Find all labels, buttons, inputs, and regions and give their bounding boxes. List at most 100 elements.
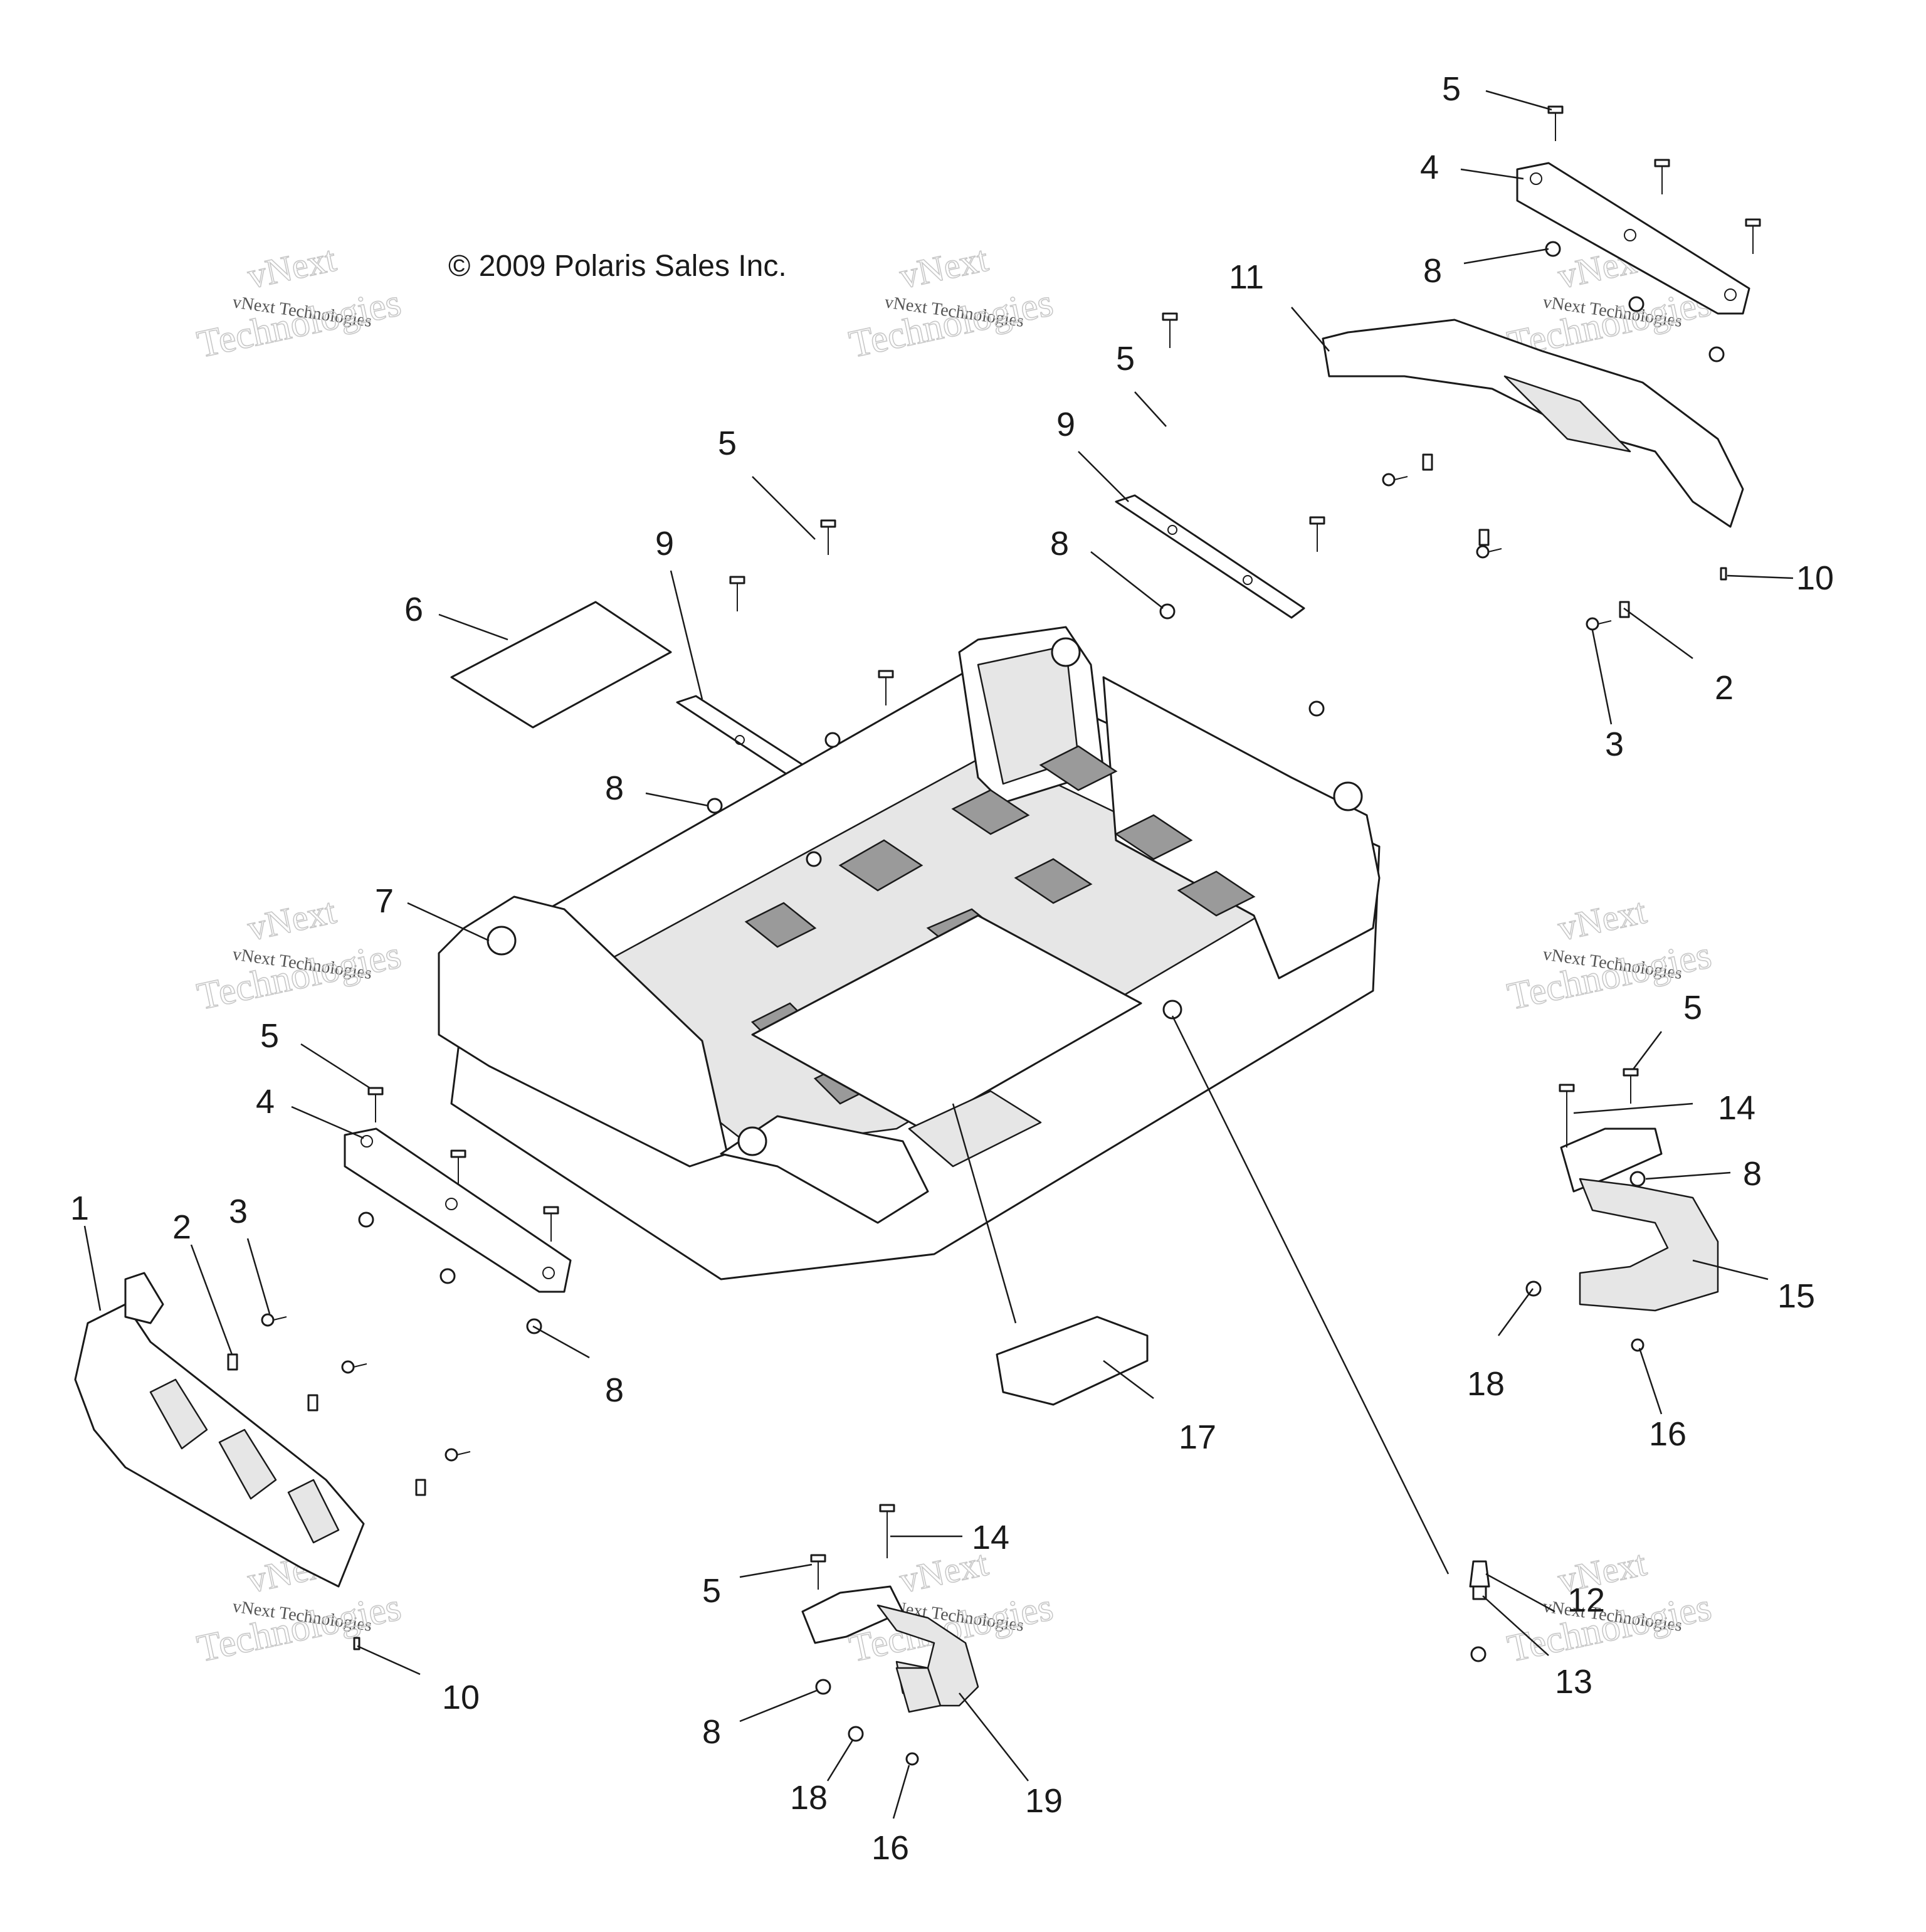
callout-8: 8 (702, 1713, 721, 1751)
svg-text:vNext: vNext (896, 238, 991, 297)
callout-7: 7 (375, 882, 394, 920)
callout-19: 19 (1025, 1782, 1063, 1820)
callout-18: 18 (1467, 1365, 1505, 1403)
callout-5: 5 (1442, 70, 1461, 108)
callout-8: 8 (1743, 1155, 1762, 1193)
bolt-icon (810, 1554, 826, 1590)
nut-icon (1159, 603, 1176, 620)
callout-15: 15 (1777, 1277, 1815, 1315)
screw-icon (1382, 473, 1408, 487)
svg-text:vNext: vNext (1554, 890, 1650, 949)
callout-9: 9 (1056, 406, 1075, 443)
part-access-cover (996, 1316, 1149, 1406)
bolt-icon (729, 576, 745, 611)
nut-icon (806, 851, 822, 867)
watermark-top-left: vNext vNext Technologies Technologies (193, 238, 405, 367)
push-fastener-icon (1469, 1560, 1490, 1588)
bolt-icon (450, 1149, 466, 1185)
bolt-icon (367, 1087, 384, 1122)
bolt-icon (543, 1206, 559, 1242)
callout-3: 3 (1605, 726, 1624, 763)
svg-text:Technologies: Technologies (1504, 1586, 1715, 1671)
nut-icon (707, 798, 723, 814)
callout-5: 5 (1683, 989, 1702, 1027)
svg-text:vNext: vNext (244, 890, 339, 949)
part-decal (450, 601, 672, 729)
part-grab-handle-right (1560, 1127, 1719, 1312)
bolt-icon (1623, 1068, 1639, 1104)
nut-icon (439, 1268, 456, 1284)
leader-lines (83, 90, 1794, 1819)
callout-4: 4 (1420, 149, 1439, 186)
part-cargo-box (438, 626, 1381, 1280)
nut-icon (824, 732, 841, 748)
screw-icon (905, 1752, 919, 1766)
copyright-notice: © 2009 Polaris Sales Inc. (448, 250, 787, 283)
hardware-bolts (367, 105, 1761, 1590)
svg-text:Technologies: Technologies (846, 282, 1057, 366)
clip-icon (307, 1394, 318, 1412)
watermark-bottom-right: vNext vNext Technologies Technologies (1503, 1542, 1715, 1671)
nut-icon (1629, 1171, 1646, 1187)
clip-icon (415, 1479, 426, 1496)
nut-icon (848, 1726, 864, 1742)
nut-icon (815, 1679, 831, 1695)
nut-icon (1470, 1646, 1487, 1662)
rivet-icon (1720, 567, 1727, 581)
callout-10: 10 (442, 1679, 480, 1716)
long-bolt-icon (1559, 1084, 1575, 1148)
svg-text:Technologies: Technologies (194, 1586, 405, 1671)
hardware-nuts (358, 241, 1725, 1742)
callout-9: 9 (655, 525, 674, 562)
screw-icon (1586, 617, 1612, 631)
callout-14: 14 (1718, 1089, 1755, 1127)
bolt-icon (820, 519, 836, 555)
part-crossbar-front (344, 1127, 572, 1293)
callout-5: 5 (718, 425, 737, 462)
screw-icon (1631, 1338, 1644, 1352)
callout-13: 13 (1555, 1663, 1592, 1701)
callout-16: 16 (871, 1829, 909, 1867)
part-rail-strip-right (1115, 494, 1305, 619)
callout-4: 4 (256, 1083, 275, 1121)
callout-2: 2 (1715, 669, 1734, 707)
svg-text:vNext: vNext (244, 238, 339, 297)
nut-icon (1708, 346, 1725, 362)
callout-labels: 5 4 8 11 5 9 8 5 9 6 8 7 5 4 8 1 2 3 10 … (70, 70, 1834, 1867)
hardware-clips (227, 453, 1727, 1766)
callout-8: 8 (1423, 252, 1442, 290)
callout-10: 10 (1796, 559, 1834, 597)
callout-16: 16 (1649, 1415, 1687, 1453)
callout-12: 12 (1567, 1581, 1605, 1619)
svg-text:Technologies: Technologies (194, 934, 405, 1018)
callout-6: 6 (404, 591, 423, 628)
clip-icon (227, 1353, 238, 1371)
screw-icon (445, 1448, 471, 1462)
rivet-icon (353, 1637, 360, 1650)
part-grab-handle-front (801, 1585, 979, 1713)
callout-3: 3 (229, 1193, 248, 1230)
callout-5: 5 (260, 1017, 279, 1055)
callout-17: 17 (1179, 1418, 1216, 1456)
callout-8: 8 (1050, 525, 1069, 562)
nut-icon (358, 1211, 374, 1228)
part-front-bumper (74, 1272, 365, 1588)
bolt-icon (1547, 105, 1564, 141)
clip-icon (1478, 529, 1490, 546)
bolt-icon (1162, 312, 1178, 348)
clip-icon (1422, 453, 1433, 471)
bolt-icon (1745, 218, 1761, 254)
callout-8: 8 (605, 769, 624, 807)
callout-8: 8 (605, 1371, 624, 1409)
nut-icon (1308, 700, 1325, 717)
long-bolt-icon (879, 1504, 895, 1558)
part-rear-guard (1322, 319, 1744, 528)
callout-14: 14 (972, 1519, 1009, 1556)
callout-5: 5 (702, 1572, 721, 1610)
screw-icon (341, 1360, 367, 1374)
callout-18: 18 (790, 1779, 828, 1817)
bolt-icon (1309, 516, 1325, 552)
callout-11: 11 (1229, 258, 1264, 296)
watermark-top-center: vNext vNext Technologies Technologies (845, 238, 1057, 367)
